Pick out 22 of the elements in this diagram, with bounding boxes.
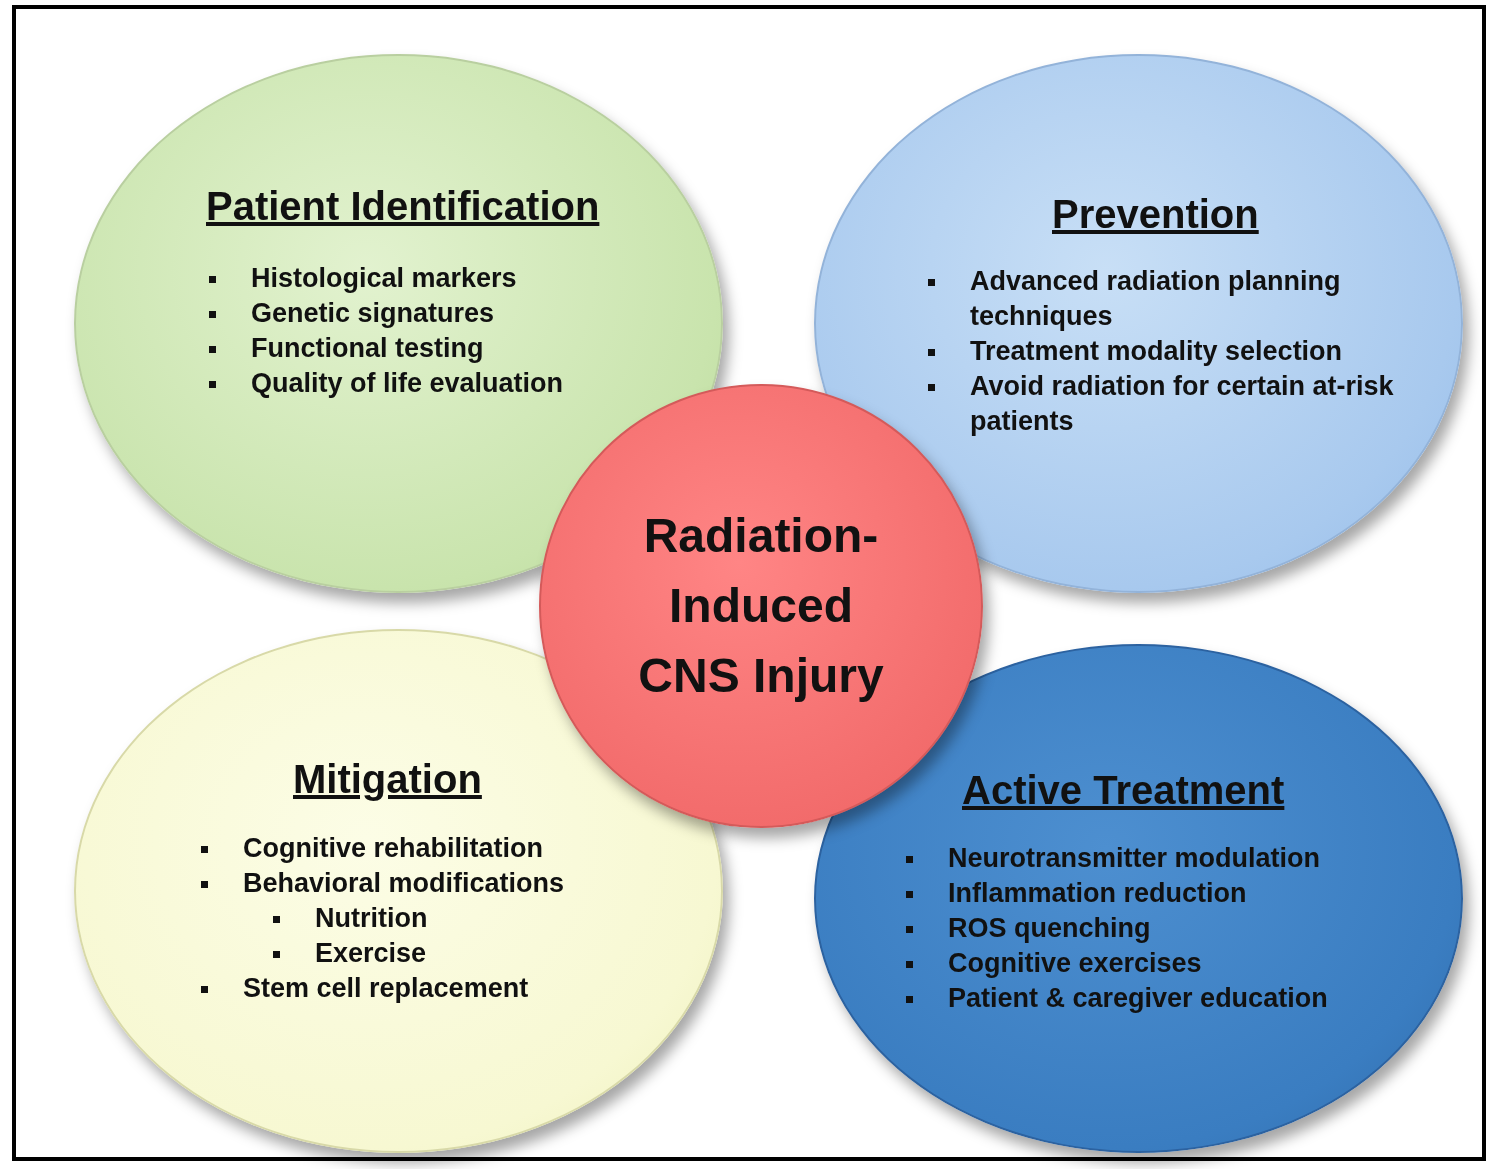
bullet-text: Cognitive rehabilitation [243, 833, 544, 863]
bullet-text: ROS quenching [948, 913, 1151, 943]
bullet-text: Treatment modality selection [970, 336, 1343, 366]
ellipse-heading: Mitigation [293, 757, 482, 802]
bullet-text: Behavioral modifications [243, 868, 565, 898]
bullet-text: Quality of life evaluation [251, 368, 564, 398]
bullet-text: Exercise [315, 938, 427, 968]
center-title: Radiation- Induced CNS Injury [637, 508, 885, 704]
bullet-text: Nutrition [315, 903, 428, 933]
bullet-text: Neurotransmitter modulation [948, 843, 1321, 873]
bullet-text: Functional testing [251, 333, 484, 363]
bullet-text: Histological markers [251, 263, 517, 293]
ellipse-heading: Active Treatment [962, 768, 1285, 813]
bullet-text: Cognitive exercises [948, 948, 1202, 978]
ellipse-heading: Patient Identification [206, 184, 600, 229]
ellipse-heading: Prevention [1052, 192, 1259, 237]
bullet-text: Patient & caregiver education [948, 983, 1328, 1013]
bullet-text: Stem cell replacement [243, 973, 529, 1003]
bullet-text: Advanced radiation planning techniques [970, 266, 1341, 331]
bullet-text: Avoid radiation for certain at-risk patients [970, 371, 1394, 436]
bullet-text: Genetic signatures [251, 298, 495, 328]
bullet-text: Inflammation reduction [948, 878, 1247, 908]
